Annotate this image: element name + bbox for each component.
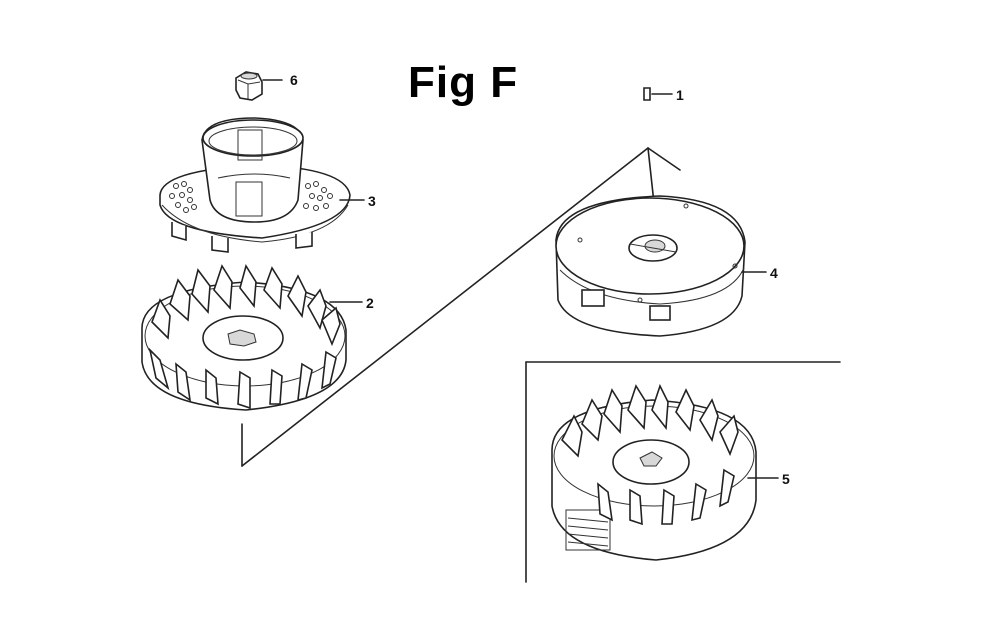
figure-title: Fig F: [408, 58, 519, 107]
part-6-nut: [235, 71, 283, 101]
part-5-fan-right: [551, 383, 779, 561]
callout-5: 5: [782, 471, 790, 487]
callout-4: 4: [770, 265, 778, 281]
callout-3: 3: [368, 193, 376, 209]
part-4-rotor: [555, 195, 767, 337]
callout-2: 2: [366, 295, 374, 311]
part-1-bolt: [643, 87, 673, 101]
callout-1: 1: [676, 87, 684, 103]
part-2-fan-left: [141, 264, 363, 411]
part-3-starter-pulley: [159, 117, 365, 253]
callout-6: 6: [290, 72, 298, 88]
